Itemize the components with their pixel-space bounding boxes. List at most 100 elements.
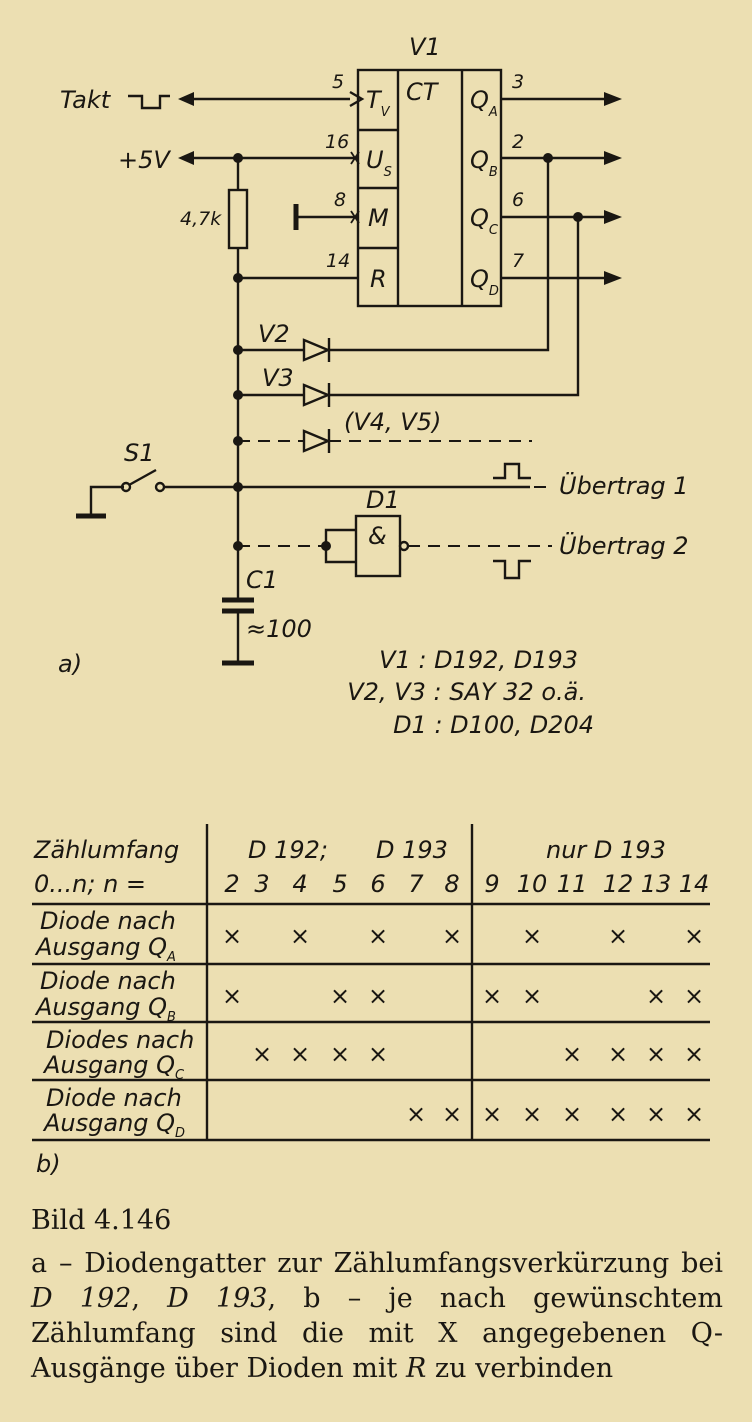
circuit-schematic: V1 CT TV US M R QA QB QC QD 5 16 8 14 3 … xyxy=(58,33,689,739)
cross-mark: × xyxy=(368,982,388,1010)
cross-mark: × xyxy=(684,922,704,950)
pin-number-14: 14 xyxy=(326,250,350,272)
clock-input: Takt xyxy=(60,86,365,114)
pin-number-2: 2 xyxy=(512,131,524,153)
figure-number: Bild 4.146 xyxy=(31,1205,172,1236)
diode-v3-label: V3 xyxy=(262,364,294,392)
row-label-line1: Diode nach xyxy=(40,967,176,995)
column-header-6: 6 xyxy=(370,870,385,898)
carry2-label: Übertrag 2 xyxy=(559,531,689,560)
column-header-7: 7 xyxy=(408,870,424,898)
cross-mark: × xyxy=(442,1100,462,1128)
arrow-right-icon xyxy=(604,92,622,106)
cross-mark: × xyxy=(684,982,704,1010)
cross-mark: × xyxy=(684,1100,704,1128)
output-qb-label: QB xyxy=(470,146,498,180)
cross-mark: × xyxy=(646,1100,666,1128)
part-b-label: b) xyxy=(36,1150,61,1178)
row-header-qa: Diode nach Ausgang QA xyxy=(34,907,176,965)
column-header-2: 2 xyxy=(224,870,239,898)
pin-number-6: 6 xyxy=(512,189,524,211)
gate-label: D1 xyxy=(366,486,400,514)
supply-label: +5V xyxy=(118,146,171,174)
cross-mark: × xyxy=(522,982,542,1010)
pin-number-5: 5 xyxy=(332,71,344,93)
pin-number-16: 16 xyxy=(325,131,349,153)
column-header-4: 4 xyxy=(292,870,307,898)
cross-mark: × xyxy=(608,922,628,950)
output-qa-label: QA xyxy=(470,86,498,120)
cross-mark: × xyxy=(252,1040,272,1068)
resistor-label: 4,7k xyxy=(180,208,222,230)
column-header-12: 12 xyxy=(603,870,634,898)
row-header-qd: Diode nach Ausgang QD xyxy=(42,1084,185,1141)
diodes-optional-label: (V4, V5) xyxy=(344,408,441,436)
cross-mark: × xyxy=(482,982,502,1010)
cross-mark: × xyxy=(330,1040,350,1068)
carry1-label: Übertrag 1 xyxy=(559,471,689,500)
clock-triangle-icon xyxy=(349,90,365,108)
cross-mark: × xyxy=(442,922,462,950)
output-arrows xyxy=(501,92,622,285)
header-zaehlumfang: Zählumfang xyxy=(33,836,179,864)
ic-function: CT xyxy=(406,78,440,106)
pulse-icon xyxy=(493,559,531,580)
arrow-right-icon xyxy=(604,151,622,165)
cross-mark: × xyxy=(608,1040,628,1068)
parts-v1: V1 : D192, D193 xyxy=(379,646,578,674)
cross-mark: × xyxy=(406,1100,426,1128)
diode-symbol-icon xyxy=(302,429,332,453)
row-label-line1: Diode nach xyxy=(46,1084,182,1112)
arrow-right-icon xyxy=(604,271,622,285)
row-label-line1: Diodes nach xyxy=(46,1026,194,1054)
table-marks: ×××××××××××××××××××××××××××××× xyxy=(222,922,704,1128)
column-header-5: 5 xyxy=(332,870,347,898)
header-range: 0...n; n = xyxy=(34,870,146,898)
cross-mark: × xyxy=(562,1040,582,1068)
row-label-line2: Ausgang QC xyxy=(42,1051,185,1083)
ic-name: V1 xyxy=(409,33,441,61)
column-header-8: 8 xyxy=(444,870,459,898)
capacitor-c1: C1 ≈100 xyxy=(222,566,312,666)
group-d192: D 192; xyxy=(248,836,328,864)
arrow-left-icon xyxy=(178,92,194,106)
group-d193: D 193 xyxy=(376,836,448,864)
pulse-icon xyxy=(128,94,170,110)
column-header-11: 11 xyxy=(557,870,588,898)
cross-mark: × xyxy=(646,1040,666,1068)
diode-symbol-icon xyxy=(302,383,332,407)
parts-v2v3: V2, V3 : SAY 32 o.ä. xyxy=(347,678,586,706)
cross-mark: × xyxy=(290,1040,310,1068)
cross-mark: × xyxy=(684,1040,704,1068)
pin-us-label: US xyxy=(366,146,392,180)
column-header-3: 3 xyxy=(254,870,269,898)
pin-number-7: 7 xyxy=(512,250,524,272)
arrow-left-icon xyxy=(178,151,194,165)
switch-label: S1 xyxy=(124,439,155,467)
count-range-table: Zählumfang 0...n; n = D 192; D 193 nur D… xyxy=(32,824,710,1178)
diode-v2: V2 xyxy=(233,158,550,362)
column-header-14: 14 xyxy=(679,870,710,898)
resistor-4k7: 4,7k xyxy=(180,158,249,250)
figure-caption: a – Diodengatter zur Zählumfangsverkürzu… xyxy=(31,1248,724,1384)
cross-mark: × xyxy=(222,982,242,1010)
diodes-optional: (V4, V5) xyxy=(233,408,532,453)
cross-mark: × xyxy=(368,922,388,950)
cross-mark: × xyxy=(330,982,350,1010)
gate-symbol: & xyxy=(368,522,387,550)
cross-mark: × xyxy=(290,922,310,950)
switch-s1: S1 xyxy=(76,439,166,519)
cross-mark: × xyxy=(646,982,666,1010)
row-label-line1: Diode nach xyxy=(40,907,176,935)
column-header-10: 10 xyxy=(517,870,548,898)
pin-tv-label: TV xyxy=(366,86,391,120)
counter-ic-v1: V1 CT TV US M R QA QB QC QD xyxy=(356,33,503,308)
pin-number-3: 3 xyxy=(512,71,524,93)
output-qd-label: QD xyxy=(470,265,499,299)
capacitor-value: ≈100 xyxy=(246,615,312,643)
diode-v3: V3 xyxy=(233,217,580,407)
row-header-qc: Diodes nach Ausgang QC xyxy=(42,1026,194,1083)
cross-mark: × xyxy=(562,1100,582,1128)
capacitor-label: C1 xyxy=(246,566,278,594)
